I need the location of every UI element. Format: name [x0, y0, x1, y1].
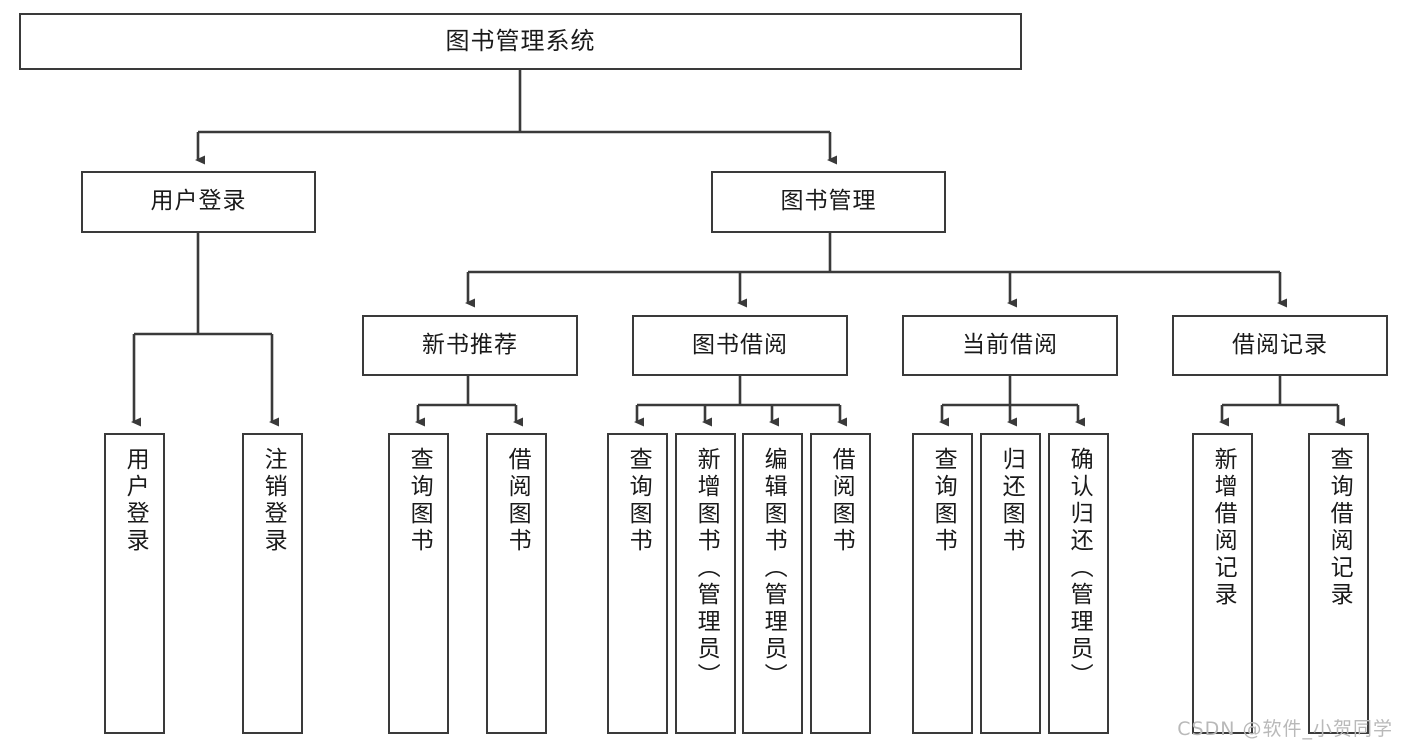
node-current-borrow[interactable]: 当前借阅: [902, 315, 1118, 376]
node-label: 当前借阅: [962, 331, 1058, 358]
leaf-recommend-query-book[interactable]: 查询图书: [388, 433, 449, 734]
node-label: 新增借阅记录: [1210, 447, 1237, 609]
leaf-user-login[interactable]: 用户登录: [104, 433, 165, 734]
node-label: 用户登录: [150, 188, 247, 215]
node-label: 新增图书（管理员）: [693, 447, 720, 690]
leaf-current-query-book[interactable]: 查询图书: [912, 433, 973, 734]
node-label: 归还图书: [998, 447, 1025, 555]
node-label: 图书管理系统: [445, 27, 596, 56]
node-label: 用户登录: [122, 447, 149, 555]
node-label: 编辑图书（管理员）: [760, 447, 787, 690]
leaf-user-logout[interactable]: 注销登录: [242, 433, 303, 734]
node-new-book-recommend[interactable]: 新书推荐: [362, 315, 578, 376]
leaf-borrow-add-book-admin[interactable]: 新增图书（管理员）: [675, 433, 736, 734]
node-root-system[interactable]: 图书管理系统: [19, 13, 1022, 70]
leaf-borrow-query-book[interactable]: 查询图书: [607, 433, 668, 734]
node-label: 新书推荐: [422, 331, 518, 358]
leaf-record-add-record[interactable]: 新增借阅记录: [1192, 433, 1253, 734]
leaf-recommend-borrow-book[interactable]: 借阅图书: [486, 433, 547, 734]
node-book-management[interactable]: 图书管理: [711, 171, 946, 233]
node-label: 查询图书: [406, 447, 433, 555]
node-label: 查询图书: [930, 447, 957, 555]
node-label: 确认归还（管理员）: [1066, 447, 1093, 690]
node-user-login[interactable]: 用户登录: [81, 171, 316, 233]
node-label: 图书借阅: [692, 331, 788, 358]
leaf-current-return-book[interactable]: 归还图书: [980, 433, 1041, 734]
leaf-record-query-record[interactable]: 查询借阅记录: [1308, 433, 1369, 734]
node-label: 借阅图书: [504, 447, 531, 555]
node-book-borrow[interactable]: 图书借阅: [632, 315, 848, 376]
node-label: 借阅图书: [828, 447, 855, 555]
node-borrow-record[interactable]: 借阅记录: [1172, 315, 1388, 376]
node-label: 查询图书: [625, 447, 652, 555]
leaf-borrow-borrow-book[interactable]: 借阅图书: [810, 433, 871, 734]
leaf-current-confirm-return-admin[interactable]: 确认归还（管理员）: [1048, 433, 1109, 734]
node-label: 借阅记录: [1232, 331, 1328, 358]
node-label: 查询借阅记录: [1326, 447, 1353, 609]
node-label: 图书管理: [780, 188, 877, 215]
node-label: 注销登录: [260, 447, 287, 555]
leaf-borrow-edit-book-admin[interactable]: 编辑图书（管理员）: [742, 433, 803, 734]
watermark-text: CSDN @软件_小贺同学: [1177, 718, 1393, 740]
